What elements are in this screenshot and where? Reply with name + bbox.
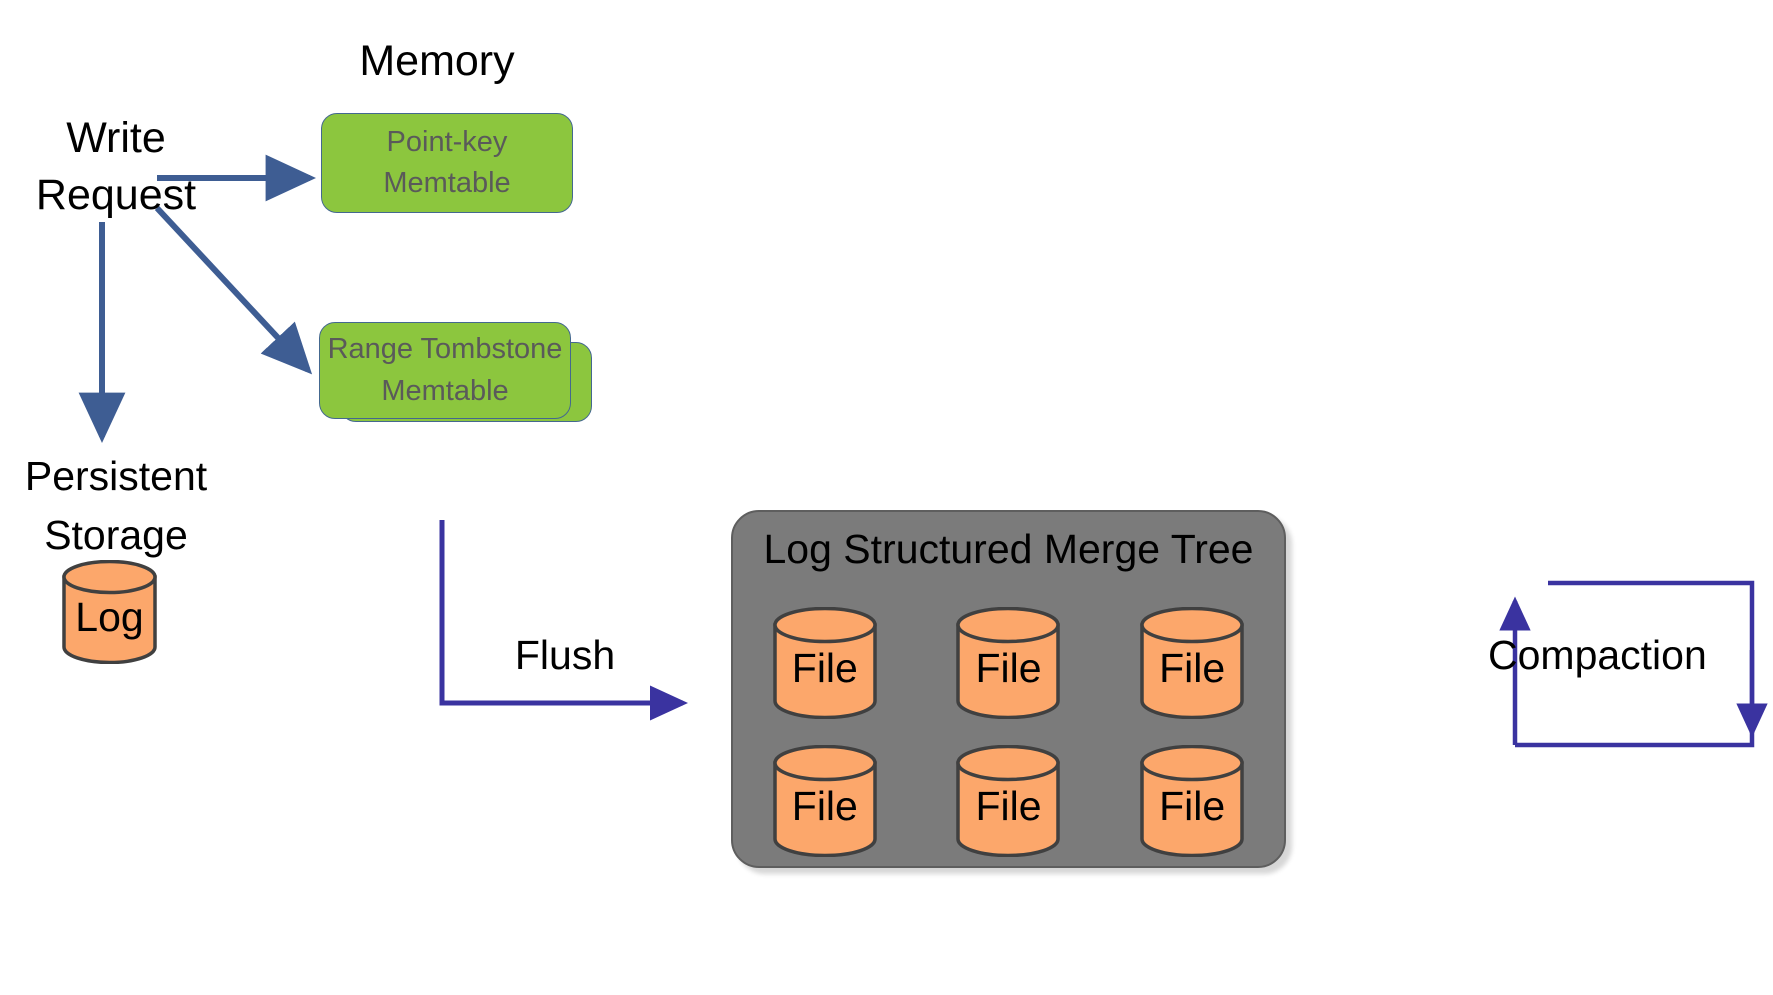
file-cylinder-1[interactable]: File: [772, 607, 878, 719]
compaction-label: Compaction: [1488, 632, 1707, 678]
arrow-write-to-range-tombstone: [154, 205, 313, 375]
lsm-tree-container[interactable]: Log Structured Merge Tree File File: [731, 510, 1286, 868]
file-cylinder-2[interactable]: File: [955, 607, 1061, 719]
file-cylinder-shape: [1140, 607, 1244, 719]
file-cylinder-shape: [773, 607, 877, 719]
file-cylinder-shape: [1140, 745, 1244, 857]
file-cylinder-5[interactable]: File: [955, 745, 1061, 857]
file-cylinder-4[interactable]: File: [772, 745, 878, 857]
persistent-storage-label: Persistent Storage: [24, 453, 208, 559]
lsm-tree-title: Log Structured Merge Tree: [763, 526, 1254, 572]
file-cylinder-shape: [956, 745, 1061, 857]
arrow-flush: [439, 520, 689, 721]
lsm-file-grid: File File File: [733, 594, 1284, 870]
point-key-memtable-box[interactable]: Point-key Memtable: [321, 113, 573, 213]
memory-label: Memory: [359, 37, 515, 85]
file-cylinder-3[interactable]: File: [1139, 607, 1245, 719]
file-cylinder-shape: [773, 745, 877, 857]
file-cylinder-shape: [956, 607, 1061, 719]
range-tombstone-memtable-label: Range Tombstone Memtable: [327, 333, 563, 407]
write-request-label: Write Request: [35, 114, 197, 220]
log-cylinder[interactable]: Log: [61, 560, 158, 664]
flush-label: Flush: [514, 632, 616, 678]
range-tombstone-memtable-box[interactable]: Range Tombstone Memtable: [319, 322, 571, 419]
point-key-memtable-label: Point-key Memtable: [383, 125, 511, 199]
file-cylinder-6[interactable]: File: [1139, 745, 1245, 857]
log-cylinder-shape: [62, 560, 157, 664]
